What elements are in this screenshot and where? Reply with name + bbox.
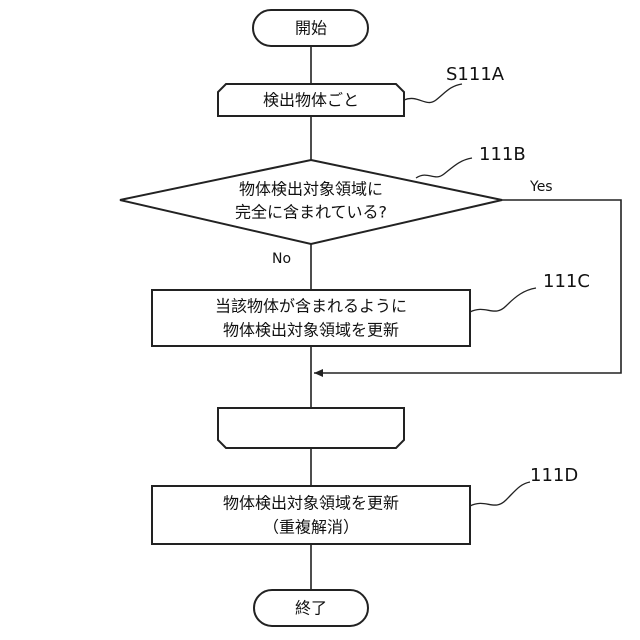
no-label: No — [272, 251, 291, 267]
loop-end-box — [218, 408, 404, 448]
ref-111d: 111D — [530, 465, 578, 486]
ref-s111a: S111A — [446, 64, 505, 85]
leader-111d — [470, 482, 530, 506]
loop-start-label: 検出物体ごと — [263, 91, 359, 110]
start-label: 開始 — [295, 19, 327, 38]
update-include-line-2: 物体検出対象領域を更新 — [223, 321, 399, 340]
update-dedup-line-2: （重複解消） — [263, 518, 359, 537]
update-include-line-1: 当該物体が含まれるように — [215, 297, 407, 316]
decision-line-1: 物体検出対象領域に — [239, 180, 383, 199]
end-label: 終了 — [295, 599, 327, 618]
update-dedup-line-1: 物体検出対象領域を更新 — [223, 494, 399, 513]
leader-111c — [470, 288, 536, 312]
ref-111c: 111C — [543, 271, 590, 292]
leader-111b — [416, 158, 472, 178]
leader-s111a — [404, 84, 462, 103]
ref-111b: 111B — [479, 144, 526, 165]
decision-line-2: 完全に含まれている? — [235, 203, 387, 222]
yes-label: Yes — [529, 179, 553, 195]
